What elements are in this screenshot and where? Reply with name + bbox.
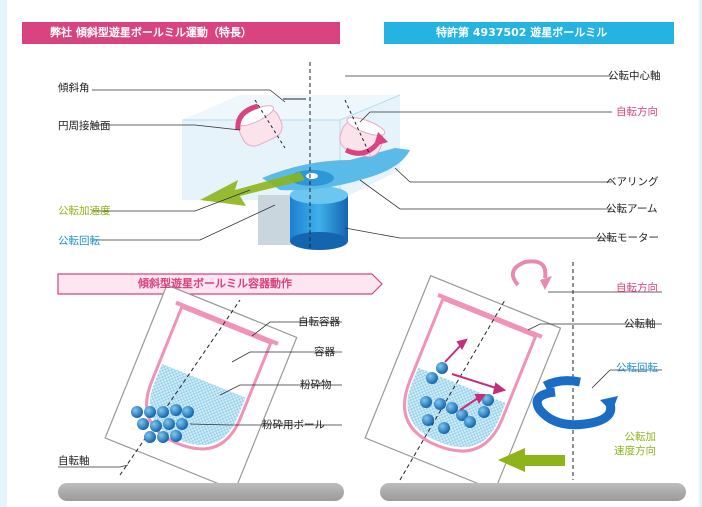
label-bearing: ベアリング — [606, 176, 659, 188]
label-container: 容器 — [314, 346, 335, 358]
left-leader-lines — [58, 321, 342, 468]
label-rotating-container: 自転容器 — [298, 316, 340, 328]
label-rotation-axis: 自転軸 — [58, 455, 90, 467]
label-rotation-direction-bottom: 自転方向 — [616, 282, 658, 294]
label-revolution-rotation: 公転回転 — [58, 235, 100, 247]
left-container-illustration — [104, 284, 298, 492]
label-ground-material: 粉砕物 — [300, 379, 332, 391]
left-balls — [131, 404, 194, 443]
label-rotation-direction-top: 自転方向 — [616, 106, 658, 118]
footer-pill-left — [58, 483, 344, 501]
label-revolution-acceleration: 公転加速度 — [58, 205, 111, 217]
label-revolution-arm: 公転アーム — [606, 203, 658, 215]
label-revolution-accel-direction: 公転加 速度方向 — [614, 431, 656, 457]
label-revolution-rotation-bottom: 公転回転 — [616, 362, 658, 374]
label-revolution-motor: 公転モーター — [596, 232, 659, 244]
right-leader-lines — [527, 291, 662, 389]
footer-pill-right — [380, 483, 686, 501]
banner-arrow — [57, 273, 383, 295]
label-revolution-axis: 公転軸 — [624, 318, 656, 330]
label-revolution-center-axis: 公転中心軸 — [608, 70, 661, 82]
header-right: 特許第 4937502 遊星ボールミル — [384, 22, 674, 44]
right-balls — [420, 362, 494, 434]
label-circumferential-contact: 円周接触面 — [58, 120, 111, 132]
label-grinding-balls: 粉砕用ボール — [262, 419, 325, 431]
header-left: 弊社 傾斜型遊星ボールミル運動（特長） — [22, 22, 340, 44]
banner-title: 傾斜型遊星ボールミル容器動作 — [138, 277, 292, 290]
label-tilt-angle: 傾斜角 — [58, 82, 90, 94]
right-container-illustration — [364, 259, 618, 492]
top-leader-lines — [92, 75, 612, 241]
machine-illustration — [182, 62, 410, 250]
